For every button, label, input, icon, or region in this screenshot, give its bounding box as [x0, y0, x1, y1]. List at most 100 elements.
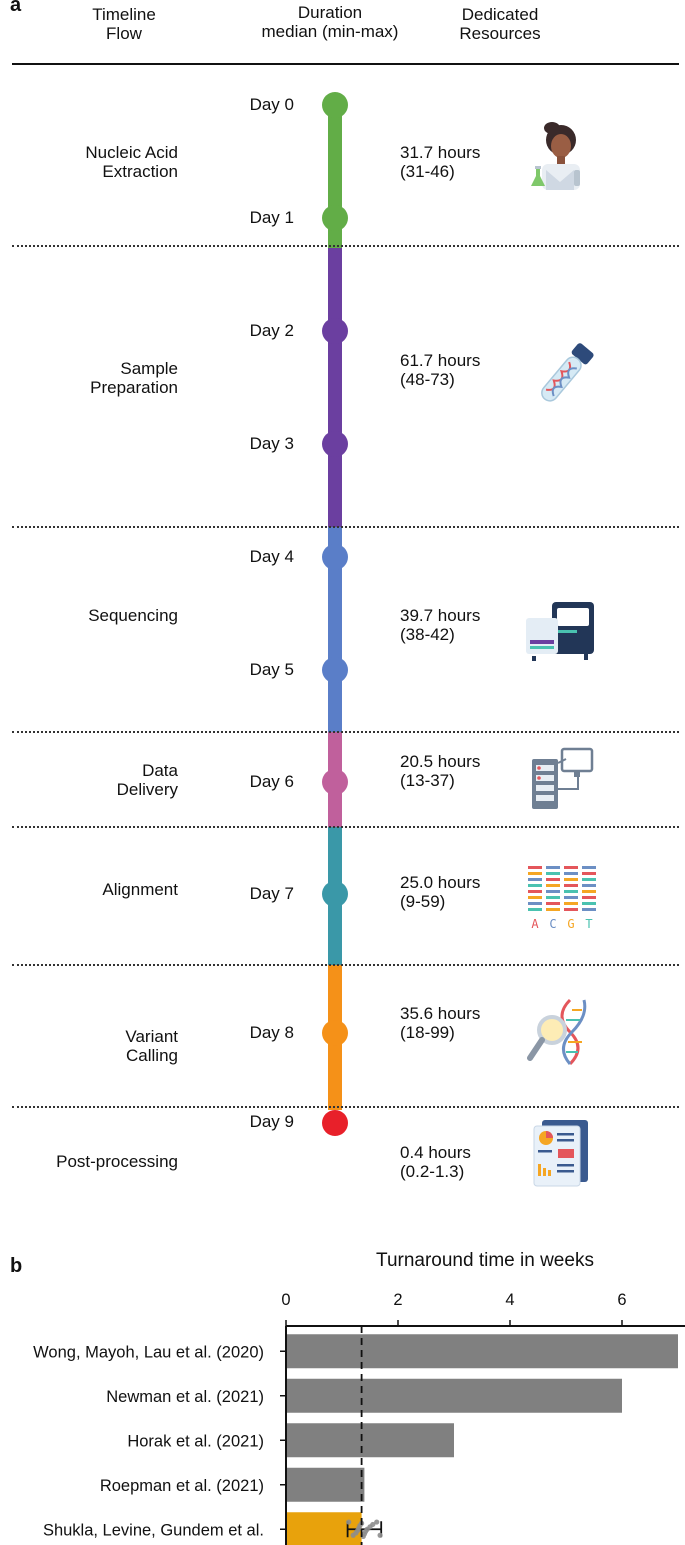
- scatter-point: [377, 1532, 383, 1538]
- timeline-dot-day9: [322, 1110, 348, 1136]
- category-label: Newman et al. (2021): [106, 1388, 264, 1406]
- timeline-dot-day0: [322, 92, 348, 118]
- stage-name-line: Delivery: [116, 780, 178, 799]
- scientist-icon: [531, 122, 580, 190]
- alignment-blocks: [528, 866, 596, 911]
- header-resources-line2: Resources: [459, 24, 541, 43]
- timeline-track: [322, 92, 348, 1136]
- timeline-dot-day2: [322, 318, 348, 344]
- duration-median: 0.4 hours: [400, 1143, 471, 1162]
- stage-name-extraction: Nucleic Acid Extraction: [0, 143, 178, 181]
- panel-b-label: b: [10, 1255, 23, 1277]
- header-resources-line1: Dedicated: [461, 5, 539, 24]
- duration-alignment: 25.0 hours (9-59): [400, 873, 480, 911]
- report-icon: [533, 1120, 588, 1187]
- separator-3: [12, 731, 679, 733]
- day-label-3: Day 3: [249, 434, 294, 453]
- header-timeline-flow: Timeline Flow: [64, 5, 184, 43]
- separator-4: [12, 826, 679, 828]
- svg-text:A: A: [531, 917, 539, 931]
- day-label-5: Day 5: [249, 660, 294, 679]
- day-label-8: Day 8: [249, 1023, 294, 1042]
- duration-median: 35.6 hours: [400, 1004, 481, 1023]
- duration-range: (18-99): [400, 1023, 455, 1042]
- x-tick-label: 4: [505, 1291, 514, 1309]
- bar: [286, 1467, 365, 1502]
- stage-name-preparation: Sample Preparation: [0, 359, 178, 397]
- sequencer-icon: [526, 602, 594, 661]
- scatter-point: [346, 1519, 352, 1525]
- timeline-dot-day4: [322, 544, 348, 570]
- scatter-point: [374, 1519, 380, 1525]
- scatter-point: [370, 1521, 376, 1528]
- stage-name-line: Preparation: [90, 378, 178, 397]
- x-tick-label: 6: [617, 1291, 626, 1309]
- bar: [286, 1378, 622, 1413]
- stage-name-line: Alignment: [102, 880, 178, 899]
- duration-range: (48-73): [400, 370, 455, 389]
- duration-preparation: 61.7 hours (48-73): [400, 351, 480, 389]
- timeline-segment-preparation: [328, 248, 342, 527]
- stage-name-sequencing: Sequencing: [0, 606, 178, 625]
- day-label-7: Day 7: [249, 884, 294, 903]
- duration-postprocessing: 0.4 hours (0.2-1.3): [400, 1143, 471, 1181]
- header-resources: Dedicated Resources: [440, 5, 560, 43]
- day-label-0: Day 0: [249, 95, 294, 114]
- stage-name-line: Post-processing: [56, 1152, 178, 1171]
- duration-range: (13-37): [400, 771, 455, 790]
- duration-range: (9-59): [400, 892, 446, 911]
- day-label-9: Day 9: [249, 1112, 294, 1131]
- bar: [286, 1334, 678, 1369]
- day-label-4: Day 4: [249, 547, 294, 566]
- server-computer-icon: [532, 747, 594, 809]
- header-duration-line1: Duration: [297, 3, 363, 22]
- duration-median: 39.7 hours: [400, 606, 481, 625]
- x-tick-label: 0: [281, 1291, 290, 1309]
- header-duration: Duration median (min-max): [245, 3, 415, 41]
- header-timeline-line1: Timeline: [92, 5, 156, 24]
- category-label: Horak et al. (2021): [127, 1432, 264, 1450]
- stage-name-line: Sample: [120, 359, 178, 378]
- separator-2: [12, 526, 679, 528]
- stage-name-variant: Variant Calling: [0, 1027, 178, 1065]
- header-timeline-line2: Flow: [106, 24, 142, 43]
- stage-name-line: Nucleic Acid: [85, 143, 178, 162]
- sequence-alignment-icon: A C G T: [528, 866, 596, 931]
- category-label: Roepman et al. (2021): [100, 1477, 264, 1495]
- svg-text:T: T: [585, 917, 592, 931]
- separator-5: [12, 964, 679, 966]
- timeline-dot-day3: [322, 431, 348, 457]
- test-tube-dna-icon: [541, 343, 594, 402]
- duration-median: 31.7 hours: [400, 143, 481, 162]
- duration-range: (0.2-1.3): [400, 1162, 465, 1181]
- header-duration-line2: median (min-max): [261, 22, 399, 41]
- day-label-2: Day 2: [249, 321, 294, 340]
- timeline-dot-day7: [322, 881, 348, 907]
- day-label-6: Day 6: [249, 772, 294, 791]
- duration-median: 20.5 hours: [400, 752, 481, 771]
- svg-text:C: C: [549, 917, 556, 931]
- duration-sequencing: 39.7 hours (38-42): [400, 606, 480, 644]
- separator-1: [12, 245, 679, 247]
- stage-name-line: Data: [142, 761, 178, 780]
- stage-name-postprocessing: Post-processing: [0, 1152, 178, 1171]
- duration-variant: 35.6 hours (18-99): [400, 1004, 480, 1042]
- timeline-dot-day6: [322, 769, 348, 795]
- svg-text:G: G: [567, 917, 574, 931]
- timeline-dot-day1: [322, 205, 348, 231]
- timeline-dot-day5: [322, 657, 348, 683]
- timeline-dot-day8: [322, 1020, 348, 1046]
- duration-delivery: 20.5 hours (13-37): [400, 752, 480, 790]
- bar: [286, 1423, 454, 1458]
- stage-name-line: Extraction: [102, 162, 178, 181]
- panel-a-label: a: [10, 0, 22, 16]
- duration-range: (31-46): [400, 162, 455, 181]
- dna-magnifier-icon: [527, 998, 587, 1066]
- category-label: Wong, Mayoh, Lau et al. (2020): [33, 1343, 264, 1361]
- stage-name-alignment: Alignment: [0, 880, 178, 899]
- duration-median: 61.7 hours: [400, 351, 481, 370]
- duration-range: (38-42): [400, 625, 455, 644]
- category-label: Shukla, Levine, Gundem et al.: [43, 1521, 264, 1539]
